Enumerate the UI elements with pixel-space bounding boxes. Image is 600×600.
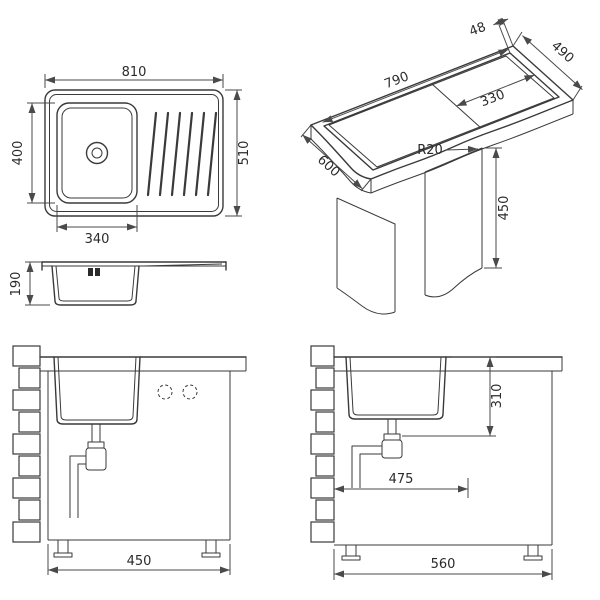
dim-48-label: 48 bbox=[467, 20, 488, 40]
bowl-profile-outer bbox=[51, 265, 140, 306]
dim-400-label: 400 bbox=[11, 141, 26, 166]
dim-810-label: 810 bbox=[122, 65, 147, 80]
cabinet-foot bbox=[341, 545, 361, 561]
worktop-section bbox=[333, 356, 563, 372]
cabinet-foot bbox=[523, 545, 543, 561]
tap-hole-knockout bbox=[182, 384, 198, 400]
cabinet-front bbox=[47, 371, 231, 558]
dim-810: 810 bbox=[44, 65, 224, 88]
dim-450-panel-label: 450 bbox=[497, 196, 512, 221]
dim-310-label: 310 bbox=[490, 384, 505, 409]
drain-trap-front bbox=[69, 424, 107, 518]
overflow-mark bbox=[88, 268, 93, 276]
slab-top-edges bbox=[310, 45, 574, 126]
sink-outer-rim bbox=[44, 89, 224, 217]
dim-450-cabinet: 450 bbox=[47, 544, 231, 575]
bowl-outer bbox=[56, 102, 138, 204]
tap-hole-knockout bbox=[157, 384, 173, 400]
dim-r20: R20 bbox=[417, 143, 479, 158]
cabinet-side bbox=[334, 371, 553, 561]
bowl-section-outer bbox=[53, 356, 141, 425]
dim-490: 490 bbox=[512, 31, 583, 101]
dim-510: 510 bbox=[225, 89, 252, 217]
dim-560-label: 560 bbox=[431, 557, 456, 572]
bowl-inner bbox=[61, 107, 133, 199]
cabinet-foot bbox=[201, 540, 221, 558]
dim-r20-label: R20 bbox=[417, 143, 443, 158]
dim-510-label: 510 bbox=[237, 141, 252, 166]
drain-trap-side bbox=[351, 419, 403, 488]
drain-inner bbox=[91, 147, 103, 159]
dim-48: 48 bbox=[467, 17, 514, 54]
dim-600-label: 600 bbox=[314, 153, 342, 181]
dim-330: 330 bbox=[456, 74, 535, 110]
drain-outer bbox=[85, 141, 109, 165]
worktop-section bbox=[39, 356, 247, 372]
drainboard-profile bbox=[142, 263, 223, 267]
dim-330-label: 330 bbox=[478, 87, 507, 110]
sink-inner-rim bbox=[49, 94, 219, 212]
drainboard-grooves bbox=[146, 111, 218, 197]
installation-front-view: 450 bbox=[12, 345, 247, 575]
brick-wall bbox=[310, 345, 335, 543]
profile-view: 190 bbox=[9, 261, 227, 306]
overflow-mark bbox=[95, 268, 100, 276]
bowl-section-inner bbox=[57, 356, 137, 421]
dim-450-panel: 450 bbox=[484, 147, 512, 269]
dim-475: 475 bbox=[334, 472, 469, 498]
cabinet-foot bbox=[53, 540, 73, 558]
slab-front-broken-edge bbox=[370, 99, 574, 180]
dim-310: 310 bbox=[402, 356, 505, 437]
dim-450-cabinet-label: 450 bbox=[127, 554, 152, 569]
slab-thickness-front bbox=[370, 113, 574, 194]
dim-340-label: 340 bbox=[85, 232, 110, 247]
bowl-profile-inner bbox=[55, 265, 136, 302]
bowl-section-inner bbox=[349, 356, 442, 416]
brick-wall bbox=[12, 345, 41, 543]
dim-560: 560 bbox=[333, 549, 553, 580]
dim-475-label: 475 bbox=[389, 472, 414, 487]
dim-190-label: 190 bbox=[9, 272, 24, 297]
dim-790: 790 bbox=[322, 48, 509, 123]
top-view: 810 510 400 340 bbox=[11, 65, 252, 247]
cutout-perspective-view: 790 330 48 490 600 R20 bbox=[300, 17, 583, 315]
bowl-section-outer bbox=[345, 356, 447, 420]
left-support-panel bbox=[336, 197, 396, 315]
dim-340: 340 bbox=[56, 205, 138, 247]
right-support-panel bbox=[424, 147, 483, 298]
dim-190: 190 bbox=[9, 261, 50, 306]
installation-side-view: 310 475 560 bbox=[310, 345, 563, 580]
dim-400: 400 bbox=[11, 102, 55, 204]
